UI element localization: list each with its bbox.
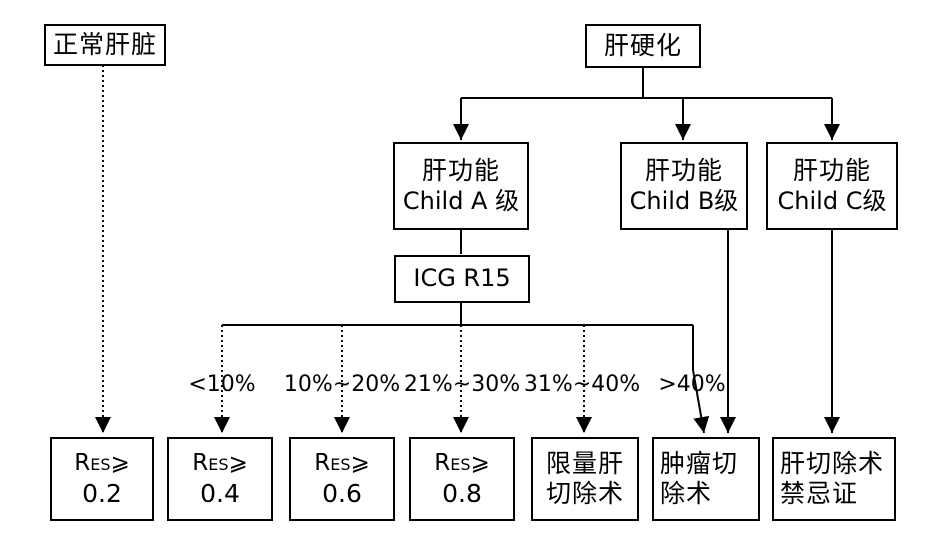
- contraindicated-line2: 禁忌证: [780, 479, 859, 508]
- node-contraindicated: 肝切除术 禁忌证: [772, 437, 896, 521]
- res-08-sign: ⩾: [470, 449, 490, 476]
- res-04-sub: ES: [208, 454, 229, 474]
- res-04-label: RES⩾: [192, 449, 248, 477]
- node-child-c-line1: 肝功能: [792, 156, 871, 186]
- label-gt40: >40%: [658, 372, 726, 397]
- res-02-value: 0.2: [82, 478, 122, 508]
- node-child-a-line1: 肝功能: [421, 156, 500, 186]
- node-cirrhosis-text: 肝硬化: [603, 30, 682, 60]
- res-06-value: 0.6: [322, 478, 362, 508]
- tumorectomy-line1: 肿瘤切: [660, 448, 739, 478]
- node-child-a-line2: Child A 级: [402, 186, 520, 215]
- res-06-prefix: R: [314, 449, 331, 476]
- node-child-c: 肝功能 Child C级: [766, 142, 898, 230]
- res-08-value: 0.8: [442, 478, 482, 508]
- node-res-02: RES⩾ 0.2: [50, 437, 154, 521]
- res-06-sub: ES: [330, 454, 351, 474]
- res-06-sign: ⩾: [350, 449, 370, 476]
- limited-line1: 限量肝: [545, 448, 624, 478]
- line-branch-gt40-b: [692, 369, 710, 434]
- res-04-prefix: R: [192, 449, 209, 476]
- label-31-40: 31%~40%: [523, 372, 641, 397]
- node-cirrhosis: 肝硬化: [585, 24, 701, 68]
- tumorectomy-line2: 除术: [660, 479, 713, 508]
- label-10-20: 10%~20%: [283, 372, 401, 397]
- res-06-label: RES⩾: [314, 449, 370, 477]
- contraindicated-line1: 肝切除术: [780, 448, 885, 478]
- node-child-c-line2: Child C级: [777, 186, 887, 215]
- res-04-value: 0.4: [200, 478, 240, 508]
- res-02-sub: ES: [90, 454, 111, 474]
- label-21-30: 21%~30%: [403, 372, 521, 397]
- res-08-label: RES⩾: [434, 449, 490, 477]
- label-lt10: <10%: [188, 372, 256, 397]
- node-normal-liver: 正常肝脏: [44, 24, 166, 66]
- limited-line2: 切除术: [545, 479, 624, 508]
- res-02-sign: ⩾: [110, 449, 130, 476]
- node-child-b-line1: 肝功能: [644, 156, 723, 186]
- res-08-prefix: R: [434, 449, 451, 476]
- node-res-08: RES⩾ 0.8: [409, 437, 515, 521]
- node-res-04: RES⩾ 0.4: [167, 437, 273, 521]
- node-limited-resection: 限量肝 切除术: [531, 437, 639, 521]
- node-child-b-line2: Child B级: [629, 186, 739, 215]
- node-res-06: RES⩾ 0.6: [289, 437, 395, 521]
- res-08-sub: ES: [450, 454, 471, 474]
- node-tumorectomy: 肿瘤切 除术: [652, 437, 760, 521]
- res-04-sign: ⩾: [228, 449, 248, 476]
- node-child-a: 肝功能 Child A 级: [393, 142, 529, 230]
- node-normal-liver-text: 正常肝脏: [52, 29, 157, 59]
- res-02-prefix: R: [74, 449, 91, 476]
- res-02-label: RES⩾: [74, 449, 130, 477]
- node-icg-r15-text: ICG R15: [413, 264, 511, 293]
- node-child-b: 肝功能 Child B级: [620, 142, 748, 230]
- node-icg-r15: ICG R15: [394, 255, 530, 303]
